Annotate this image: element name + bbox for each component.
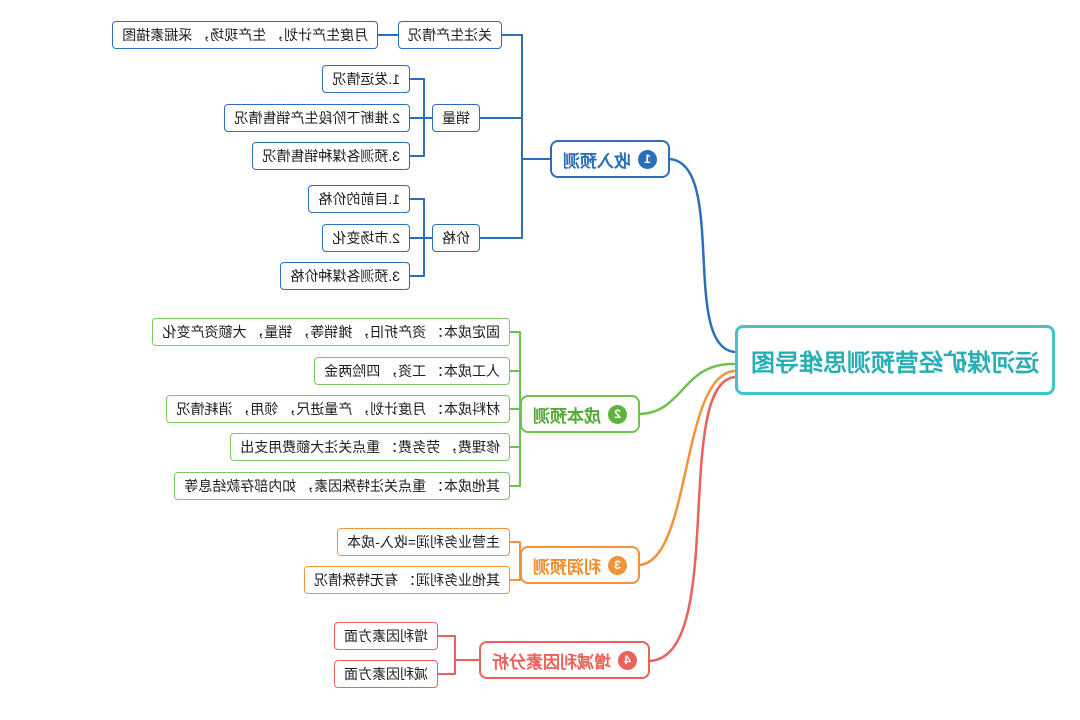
node-main-business-profit[interactable]: 主营业务利润=收入-成本: [337, 528, 510, 557]
branch-profit-label: 利润预测: [533, 557, 601, 577]
link-root-profit: [636, 369, 737, 567]
node-other-cost[interactable]: 其他成本： 重点关注特殊因素， 如内部存款结息等: [174, 472, 510, 501]
branch-factors-badge: 4: [618, 650, 637, 670]
branch-cost-label: 成本预测: [533, 406, 601, 426]
branch-income[interactable]: 1 收入预测: [550, 140, 670, 178]
node-shipment[interactable]: 1.发运情况: [322, 65, 410, 94]
link-root-cost: [636, 362, 737, 416]
root-node[interactable]: 运河煤矿经营预测思维导图: [735, 325, 1055, 395]
branch-factors-label: 增减利因素分析: [492, 652, 611, 672]
node-current-price[interactable]: 1.目前的价格: [308, 185, 410, 214]
branch-factors[interactable]: 4 增减利因素分析: [479, 641, 650, 679]
link-root-factors: [646, 375, 737, 663]
node-coal-type-price[interactable]: 3.预测各煤种价格: [280, 262, 410, 291]
node-market-change[interactable]: 2.市场变化: [322, 224, 410, 253]
link-root-income: [666, 157, 737, 354]
branch-profit-badge: 3: [608, 555, 627, 575]
node-production-detail[interactable]: 月度生产计划， 生产现场， 采掘素描图: [112, 21, 378, 50]
node-coal-type-sales[interactable]: 3.预测各煤种销售情况: [252, 142, 410, 171]
node-fixed-cost[interactable]: 固定成本： 资产折旧， 摊销等， 销量， 大额资产变化: [152, 318, 510, 347]
node-labor-cost[interactable]: 人工成本： 工资， 四险两金: [314, 357, 510, 386]
node-other-business-profit[interactable]: 其他业务利润： 有无特殊情况: [304, 566, 510, 595]
branch-income-label: 收入预测: [563, 151, 631, 171]
branch-profit[interactable]: 3 利润预测: [520, 546, 640, 584]
node-next-stage-sales[interactable]: 2.推断下阶段生产销售情况: [224, 104, 410, 133]
node-production-focus[interactable]: 关注生产情况: [398, 21, 502, 50]
node-sales-volume[interactable]: 销量: [432, 104, 480, 133]
branch-income-badge: 1: [638, 149, 657, 169]
node-material-cost[interactable]: 材料成本： 月度计划， 产量进尺， 领用， 消耗情况: [166, 395, 510, 424]
node-price[interactable]: 价格: [432, 224, 480, 253]
node-repair-service-fee[interactable]: 修理费， 劳务费： 重点关注大额费用支出: [230, 433, 510, 462]
branch-cost[interactable]: 2 成本预测: [520, 395, 640, 433]
node-profit-decrease-factors[interactable]: 减利因素方面: [334, 660, 438, 689]
node-profit-increase-factors[interactable]: 增利因素方面: [334, 622, 438, 651]
branch-cost-badge: 2: [608, 404, 627, 424]
